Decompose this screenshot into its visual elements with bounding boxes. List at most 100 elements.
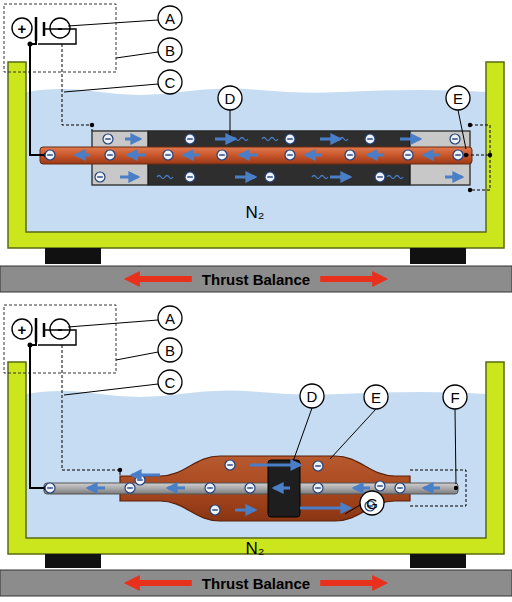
electron-symbol <box>165 154 171 155</box>
electron-symbol <box>247 487 253 488</box>
leaders-bottom <box>64 320 456 514</box>
balance-label: Thrust Balance <box>198 271 314 288</box>
callout-letter: D <box>307 389 318 404</box>
electron-symbol <box>375 481 385 491</box>
electron-symbol <box>367 138 373 139</box>
flow-arrow <box>424 154 440 157</box>
electron-symbol <box>313 483 323 493</box>
flow-arrow <box>184 154 200 157</box>
flow-arrow <box>424 487 440 490</box>
electron-symbol <box>187 176 193 177</box>
electron-symbol <box>47 154 53 155</box>
electron-symbol <box>185 134 195 144</box>
electron-symbol <box>227 464 233 465</box>
electron-symbol <box>287 138 293 139</box>
electron-symbol <box>265 172 275 182</box>
electron-symbol <box>395 483 405 493</box>
flow-arrow <box>125 138 140 141</box>
callout-circle <box>300 384 324 408</box>
callout-letter: C <box>165 375 176 390</box>
electron-symbol <box>212 509 218 510</box>
electron-symbol <box>163 150 173 160</box>
electron-symbol <box>210 505 220 515</box>
electron-symbol <box>285 150 295 160</box>
electron-symbol <box>219 154 225 155</box>
electron-symbol <box>45 150 55 160</box>
wave-line <box>262 138 278 141</box>
gas-label: N₂ <box>246 540 265 557</box>
electron-symbol <box>47 487 53 488</box>
polarity-sign: + <box>18 322 27 337</box>
flow-arrow <box>128 154 145 157</box>
electron-symbol <box>205 483 215 493</box>
callout-circle <box>158 6 182 30</box>
flow-arrow <box>306 154 322 157</box>
electron-symbol <box>125 483 135 493</box>
flow-arrow <box>274 487 290 490</box>
flow-arrow <box>330 176 350 179</box>
wave-line <box>387 176 403 179</box>
electron-symbol <box>313 461 323 471</box>
electron-symbol <box>377 176 383 177</box>
flow-arrow <box>250 464 300 467</box>
callout-circle <box>218 86 242 110</box>
electron-symbol <box>225 460 235 470</box>
callout-letter: B <box>165 343 175 358</box>
callout-letter: G <box>366 496 378 511</box>
electron-symbol <box>345 150 355 160</box>
electron-symbol <box>105 138 111 139</box>
electron-symbol <box>267 176 273 177</box>
callout-letter: E <box>453 91 463 106</box>
wave-line <box>312 176 328 179</box>
flow-arrow <box>300 507 350 510</box>
flow-arrow <box>168 487 185 490</box>
flow-arrow <box>235 176 255 179</box>
electron-symbol <box>187 138 193 139</box>
electron-symbol <box>287 154 293 155</box>
callout-circle <box>360 491 384 515</box>
flow-arrow <box>132 474 160 477</box>
electron-symbol <box>315 465 321 466</box>
electron-symbol <box>217 150 227 160</box>
gas-label: N₂ <box>246 204 265 221</box>
electron-flow <box>45 134 463 515</box>
electron-symbol <box>450 134 460 144</box>
callout-letter: F <box>450 390 459 405</box>
tank-top <box>0 62 512 292</box>
electron-symbol <box>347 154 353 155</box>
flow-arrow <box>240 154 258 157</box>
callout-letter: A <box>165 311 175 326</box>
flow-arrow <box>445 176 462 179</box>
electron-symbol <box>455 154 461 155</box>
electron-symbol <box>105 150 115 160</box>
electron-symbol <box>375 172 385 182</box>
thrust-balance: Thrust Balance <box>0 570 512 596</box>
tank-bottom <box>0 362 512 596</box>
electron-symbol <box>377 485 383 486</box>
force-arrow <box>124 271 192 287</box>
flow-arrow <box>368 154 384 157</box>
leaders-top <box>64 20 466 149</box>
callout-circle <box>158 338 182 362</box>
flow-arrow <box>120 176 138 179</box>
electron-symbol <box>365 134 375 144</box>
electron-symbol <box>185 172 195 182</box>
electron-symbol <box>137 479 143 480</box>
electron-symbol <box>103 134 113 144</box>
force-arrow <box>320 271 388 287</box>
electron-symbol <box>285 134 295 144</box>
callout-circle <box>158 370 182 394</box>
wave-line <box>332 138 348 141</box>
electron-symbol <box>453 150 463 160</box>
circuit-top <box>4 4 492 192</box>
flow-arrow <box>76 154 90 157</box>
force-arrow <box>320 575 388 591</box>
electron-symbol <box>403 150 413 160</box>
electron-symbol <box>397 487 403 488</box>
polarity-sign: - <box>58 321 63 336</box>
electron-symbol <box>207 487 213 488</box>
electron-symbol <box>315 487 321 488</box>
electron-symbol <box>127 487 133 488</box>
